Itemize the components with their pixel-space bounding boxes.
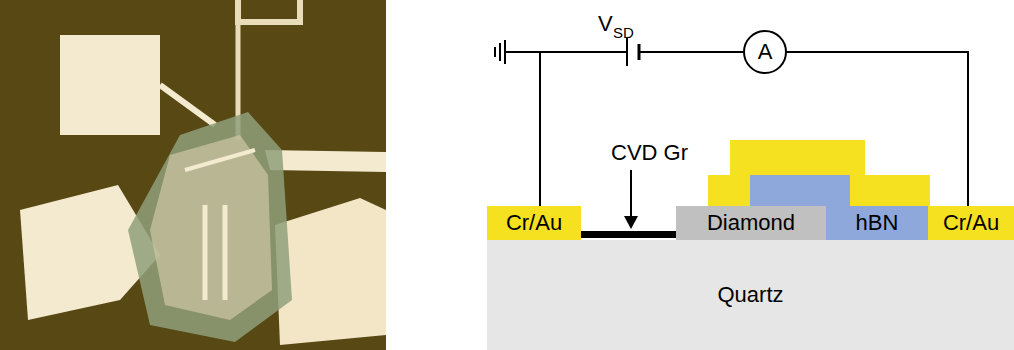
hbn-dielectric [750, 175, 850, 206]
flake-overlap [150, 135, 272, 320]
battery-gap [626, 38, 640, 66]
diamond-layer: Diamond [676, 206, 826, 240]
electrode-pad: Cr/Au [928, 206, 1014, 240]
battery-symbol [626, 38, 628, 66]
quartz-substrate: Quartz [487, 240, 1014, 350]
flake [128, 112, 292, 342]
voltage-subscript: SD [613, 25, 634, 40]
ammeter-circle: A [743, 30, 787, 74]
ground-symbol [499, 43, 501, 61]
battery-symbol [638, 44, 641, 60]
track [238, 0, 300, 22]
leader-arrow [630, 170, 632, 220]
ground-symbol [504, 40, 506, 64]
node-text: Cr/Au [506, 212, 562, 234]
top-gate [708, 175, 930, 206]
leader-arrow-head [624, 216, 638, 229]
node-text: Quartz [717, 284, 783, 306]
node-text: hBN [856, 212, 899, 234]
contact-pad [275, 198, 386, 345]
ground-symbol [494, 47, 496, 57]
micrograph-ground [0, 0, 386, 350]
node-text: Cr/Au [943, 212, 999, 234]
voltage-label: V [598, 13, 613, 35]
node-text: A [758, 41, 773, 63]
contact-pad [60, 35, 160, 135]
lead [185, 150, 255, 170]
electrode-pad: Cr/Au [487, 206, 581, 240]
lead [205, 205, 225, 300]
wire [505, 51, 541, 53]
top-gate [730, 140, 865, 176]
micrograph-tint [0, 0, 386, 350]
graphene-strip [580, 231, 684, 238]
material-label: CVD Gr [611, 142, 688, 164]
track [160, 85, 215, 125]
hbn-layer: hBN [826, 206, 928, 240]
node-text: Diamond [707, 212, 795, 234]
